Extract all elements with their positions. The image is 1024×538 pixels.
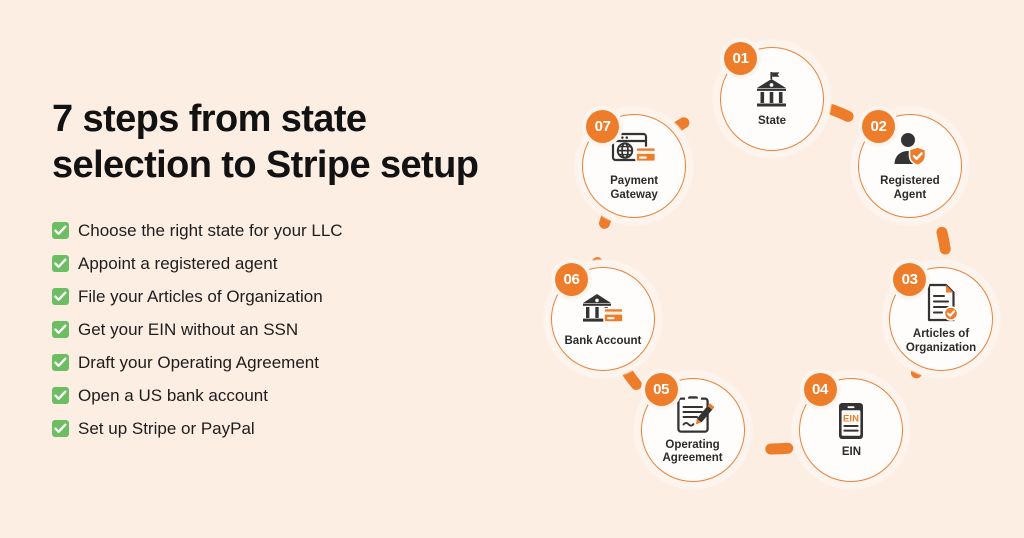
check-square-icon <box>52 222 69 239</box>
check-square-icon <box>52 288 69 305</box>
svg-text:EIN: EIN <box>843 413 859 424</box>
left-panel: 7 steps from state selection to Stripe s… <box>52 96 522 445</box>
clipboard-pen-icon <box>672 394 714 434</box>
check-glyph-icon <box>54 225 67 235</box>
check-glyph-icon <box>54 324 67 334</box>
checklist-item-label: File your Articles of Organization <box>78 286 323 306</box>
checklist-item-label: Open a US bank account <box>78 385 268 405</box>
process-step-number-badge: 02 <box>862 109 895 143</box>
process-step-label: Articles of Organization <box>905 328 977 354</box>
process-step-label: Payment Gateway <box>610 175 659 201</box>
checklist-item: Appoint a registered agent <box>52 247 522 280</box>
document-check-icon <box>920 283 962 323</box>
checklist-item: File your Articles of Organization <box>52 280 522 313</box>
browser-globe-card-icon <box>610 130 658 170</box>
check-glyph-icon <box>54 258 67 268</box>
person-shield-check-icon <box>889 130 931 170</box>
ein-card-icon: EIN <box>830 401 872 441</box>
process-step-node: Operating Agreement <box>640 377 745 482</box>
checklist-item-label: Choose the right state for your LLC <box>78 220 343 240</box>
check-square-icon <box>52 420 69 437</box>
checklist-item-label: Draft your Operating Agreement <box>78 352 319 372</box>
check-square-icon <box>52 354 69 371</box>
capitol-building-icon <box>751 70 793 110</box>
process-step-number-badge: 03 <box>893 262 927 296</box>
check-square-icon <box>52 387 69 404</box>
process-step-label: Operating Agreement <box>662 438 723 465</box>
process-step-number-badge: 06 <box>555 262 589 296</box>
checklist-item: Choose the right state for your LLC <box>52 214 522 247</box>
check-glyph-icon <box>54 423 67 433</box>
process-step-number-badge: 01 <box>724 42 758 76</box>
checklist-item: Set up Stripe or PayPal <box>52 412 522 445</box>
check-glyph-icon <box>54 291 67 301</box>
check-square-icon <box>52 255 69 272</box>
checklist-item-label: Appoint a registered agent <box>78 253 278 273</box>
checklist-item: Get your EIN without an SSN <box>52 313 522 346</box>
bank-card-icon <box>580 290 626 330</box>
process-step-label: Registered Agent <box>880 175 940 201</box>
checklist-item: Open a US bank account <box>52 379 522 412</box>
check-glyph-icon <box>54 357 67 367</box>
check-square-icon <box>52 321 69 338</box>
page-title: 7 steps from state selection to Stripe s… <box>52 98 479 186</box>
process-step-label: Bank Account <box>564 335 642 348</box>
process-step-label: State <box>757 114 787 127</box>
circular-process-diagram: State 01 Registered Agent 02 Articles of O… <box>520 18 1024 520</box>
process-step-number-badge: 04 <box>803 373 837 407</box>
checklist-item-label: Set up Stripe or PayPal <box>78 418 255 438</box>
checklist: Choose the right state for your LLC Appoi… <box>52 214 522 445</box>
check-glyph-icon <box>54 390 67 400</box>
process-step-number-badge: 07 <box>586 109 620 143</box>
process-step-label: EIN <box>841 445 862 458</box>
checklist-item: Draft your Operating Agreement <box>52 346 522 379</box>
checklist-item-label: Get your EIN without an SSN <box>78 319 299 339</box>
process-step-number-badge: 05 <box>644 373 678 407</box>
